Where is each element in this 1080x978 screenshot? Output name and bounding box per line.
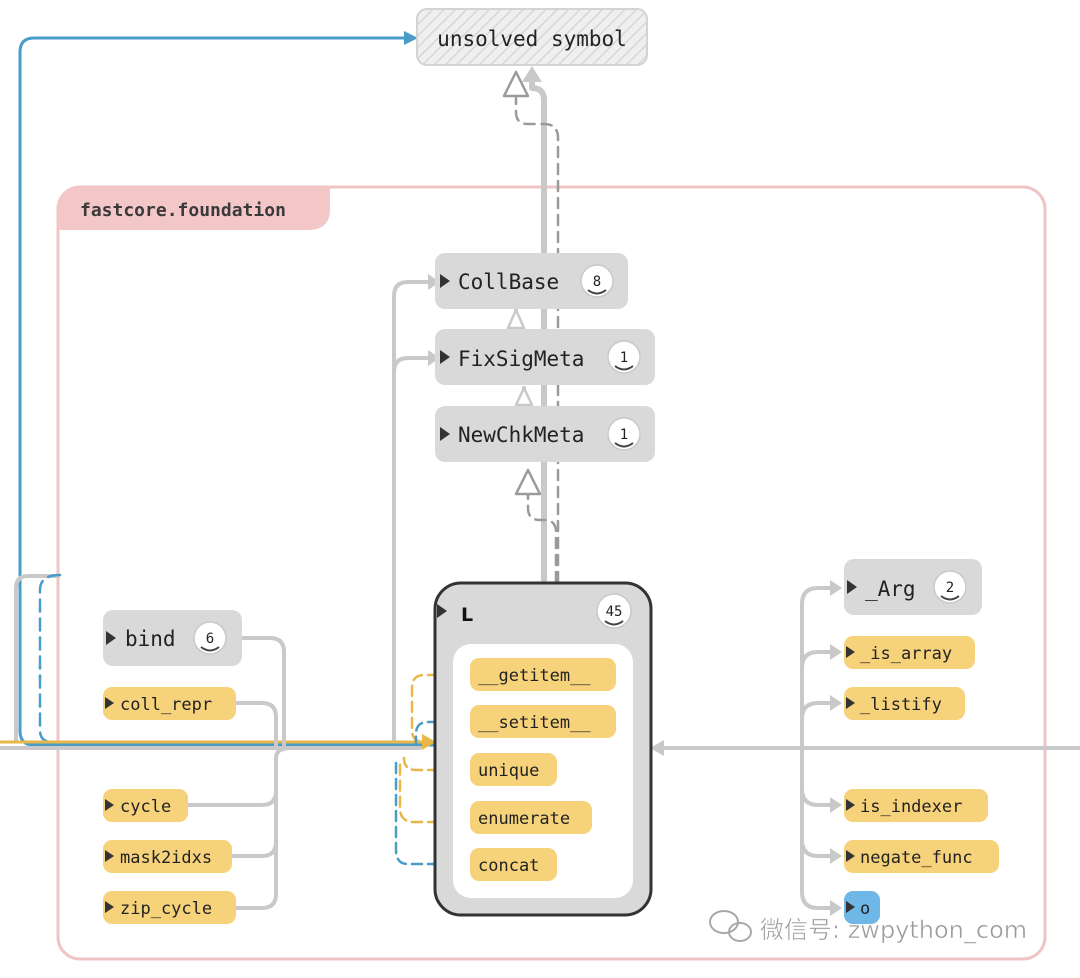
unsolved-symbol-node[interactable]: unsolved symbol	[416, 8, 648, 66]
wechat-icon	[709, 910, 752, 942]
count-badge-text: 45	[606, 604, 623, 620]
count-badge	[607, 417, 641, 451]
watermark-text: 微信号: zwpython_com	[760, 916, 1027, 944]
count-badge	[607, 340, 641, 374]
count-badge-text: 1	[620, 427, 628, 443]
chevron-down-icon	[200, 646, 220, 652]
edge-l-to-unsolved-dashed	[514, 96, 560, 584]
class-label: bind	[125, 627, 176, 651]
count-badge	[596, 593, 632, 629]
method-unique[interactable]: unique	[470, 753, 557, 786]
method-concat[interactable]: concat	[470, 848, 557, 881]
class-label: CollBase	[458, 270, 559, 294]
function-node-is-array[interactable]: _is_array	[844, 636, 975, 669]
chevron-down-icon	[940, 595, 960, 601]
function-node-listify[interactable]: _listify	[844, 687, 965, 720]
count-badge-text: 8	[593, 274, 601, 290]
function-node-is-indexer[interactable]: is_indexer	[844, 789, 988, 822]
method-label: concat	[478, 856, 539, 876]
watermark: 微信号: zwpython_com	[709, 910, 1027, 944]
class-label: NewChkMeta	[458, 423, 584, 447]
method-label: unique	[478, 761, 539, 781]
expand-triangle-icon	[846, 646, 855, 658]
expand-triangle-icon	[846, 850, 855, 862]
method-label: enumerate	[478, 809, 570, 829]
edge-blue-to-unsolved	[18, 36, 438, 747]
function-node-coll-repr[interactable]: coll_repr	[103, 687, 236, 720]
expand-triangle-icon[interactable]	[440, 274, 450, 288]
count-badge	[933, 570, 967, 604]
function-label: _listify	[860, 695, 942, 715]
expand-triangle-icon	[846, 901, 855, 913]
edges	[0, 31, 1080, 916]
count-badge-text: 2	[946, 580, 954, 596]
expand-triangle-icon	[105, 799, 114, 811]
expand-triangle-icon[interactable]	[106, 631, 116, 645]
class-node-bind[interactable]: bind 6	[103, 610, 242, 666]
class-node-fixsigmeta[interactable]: FixSigMeta 1	[435, 329, 655, 385]
function-label: zip_cycle	[120, 899, 212, 919]
class-label: L	[461, 604, 473, 626]
expand-triangle-icon[interactable]	[847, 580, 857, 594]
arrow-unsolved-solid	[522, 66, 542, 82]
expand-triangle-icon[interactable]	[440, 427, 450, 441]
chevron-down-icon	[604, 620, 624, 626]
module-fastcore-foundation: fastcore.foundation	[56, 185, 1047, 961]
class-node-collbase[interactable]: CollBase 8	[435, 253, 628, 309]
function-node-mask2idxs[interactable]: mask2idxs	[103, 840, 232, 873]
function-label: mask2idxs	[120, 848, 212, 868]
expand-triangle-icon	[846, 799, 855, 811]
chevron-down-icon	[614, 365, 634, 371]
count-badge-text: 6	[206, 631, 214, 647]
class-node-arg[interactable]: _Arg 2	[844, 559, 982, 615]
arrow-inherit-unsolved	[502, 70, 530, 98]
method-getitem[interactable]: __getitem__	[470, 658, 616, 691]
expand-triangle-icon	[846, 697, 855, 709]
expand-triangle-icon	[105, 697, 114, 709]
method-setitem[interactable]: __setitem__	[470, 705, 616, 738]
object-node-o[interactable]: o	[844, 891, 880, 924]
function-node-negate-func[interactable]: negate_func	[844, 840, 999, 873]
function-label: _is_array	[860, 644, 952, 664]
method-label: __getitem__	[478, 666, 591, 686]
function-label: coll_repr	[120, 695, 212, 715]
count-badge	[580, 264, 614, 298]
function-label: is_indexer	[860, 797, 962, 817]
object-label: o	[860, 899, 870, 919]
function-label: negate_func	[860, 848, 973, 868]
method-enumerate[interactable]: enumerate	[470, 801, 592, 834]
class-node-newchkmeta[interactable]: NewChkMeta 1	[435, 406, 655, 462]
expand-triangle-icon	[105, 901, 114, 913]
count-badge	[193, 621, 227, 655]
count-badge-text: 1	[620, 350, 628, 366]
class-label: FixSigMeta	[458, 347, 584, 371]
function-node-cycle[interactable]: cycle	[103, 789, 188, 822]
chevron-down-icon	[614, 442, 634, 448]
module-label: fastcore.foundation	[80, 200, 286, 221]
unsolved-symbol-label: unsolved symbol	[437, 27, 627, 51]
function-label: cycle	[120, 797, 171, 817]
function-node-zip-cycle[interactable]: zip_cycle	[103, 891, 236, 924]
edge-l-to-unsolved	[529, 69, 547, 585]
expand-triangle-icon[interactable]	[440, 350, 450, 364]
expand-triangle-icon	[105, 850, 114, 862]
collapse-triangle-icon[interactable]	[437, 604, 447, 618]
class-label: _Arg	[865, 577, 916, 601]
chevron-down-icon	[587, 289, 607, 295]
method-label: __setitem__	[478, 713, 591, 733]
